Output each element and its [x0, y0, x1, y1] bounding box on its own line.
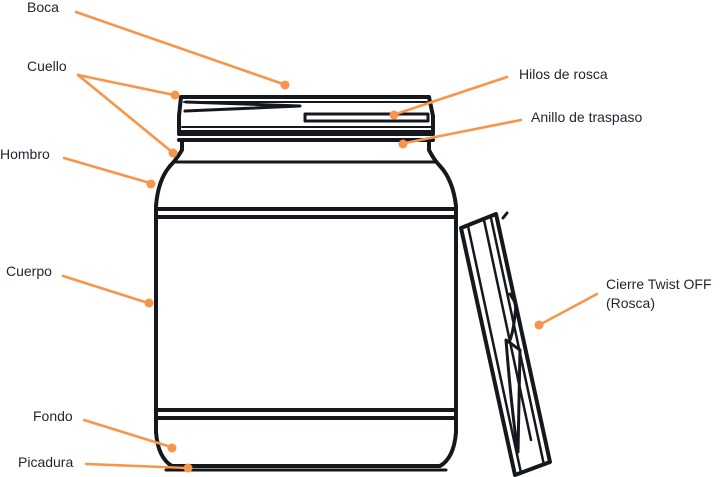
label-cierre-twist-off: Cierre Twist OFF [606, 276, 712, 292]
twist-off-cap [459, 211, 552, 477]
leader-boca [74, 10, 290, 90]
leader-anillo-de-traspaso [398, 118, 523, 149]
label-cuello: Cuello [27, 58, 67, 74]
jar-body [154, 204, 458, 434]
leader-picadura [84, 462, 193, 473]
leader-cuerpo [61, 274, 154, 308]
label-fondo: Fondo [33, 408, 73, 424]
label-cierre-rosca: (Rosca) [606, 295, 655, 311]
jar-illustration [154, 95, 458, 472]
leader-cierre-twist-off [534, 292, 599, 330]
leader-hilos-de-rosca [389, 75, 509, 120]
label-picadura: Picadura [18, 454, 73, 470]
leader-hombro [62, 156, 156, 189]
transfer-bead [177, 132, 435, 142]
leader-cuello [76, 73, 180, 158]
label-hilos-de-rosca: Hilos de rosca [519, 66, 608, 82]
label-cuerpo: Cuerpo [6, 263, 52, 279]
jar-shoulder [154, 164, 458, 208]
label-hombro: Hombro [0, 146, 50, 162]
label-anillo-de-traspaso: Anillo de traspaso [531, 109, 643, 125]
jar-base [154, 430, 458, 472]
label-boca: Boca [27, 0, 59, 15]
leader-fondo [82, 418, 177, 453]
